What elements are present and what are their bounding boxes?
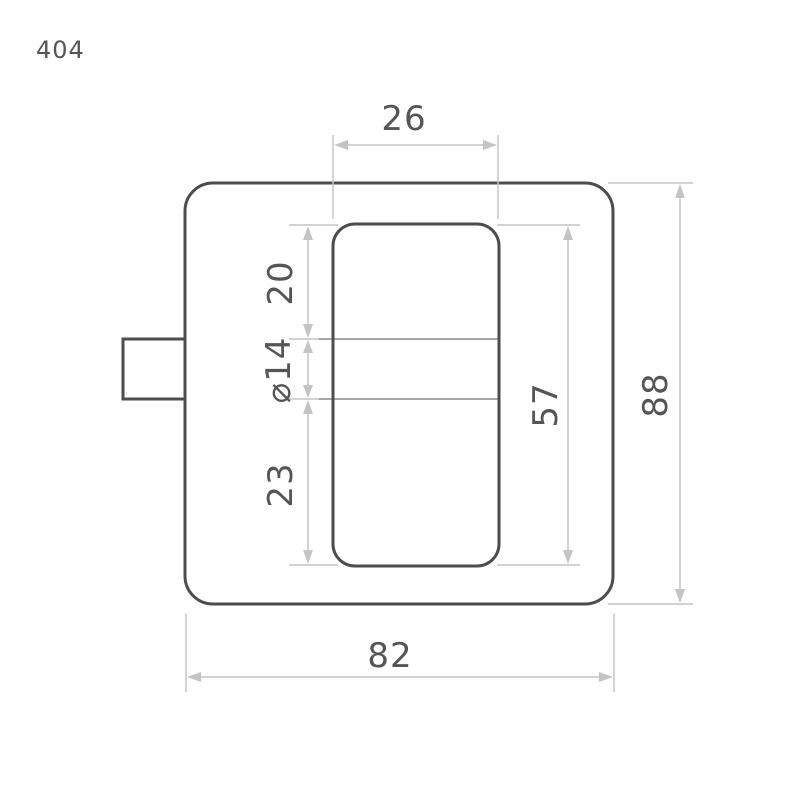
dim-plate-width: 82 [367,636,412,676]
latch-tab [121,337,184,401]
arrow-top-offset-down [303,324,313,338]
arrow-slot-width-left [334,140,348,150]
dim-slot-height: 57 [526,382,566,427]
arrow-plate-height-up [675,184,685,198]
plate-outline [183,181,615,606]
dim-top-offset: 20 [261,260,301,305]
handle-slot [331,222,501,568]
arrow-top-offset-up [303,226,313,240]
arrow-hole-diameter-down [303,385,313,398]
arrow-plate-width-right [599,672,613,682]
model-number-label: 404 [36,36,85,64]
arrow-plate-height-down [675,589,685,603]
arrow-hole-diameter-up [303,340,313,353]
dim-slot-width: 26 [381,99,426,139]
arrow-bottom-offset-up [303,400,313,414]
arrow-slot-height-down [563,550,573,564]
dim-hole-diameter: ⌀14 [259,337,299,404]
arrow-bottom-offset-down [303,550,313,564]
arrow-plate-width-left [187,672,201,682]
arrow-slot-height-up [563,226,573,240]
dim-plate-height: 88 [636,372,676,417]
dim-bottom-offset: 23 [261,462,301,507]
arrow-slot-width-right [483,140,497,150]
